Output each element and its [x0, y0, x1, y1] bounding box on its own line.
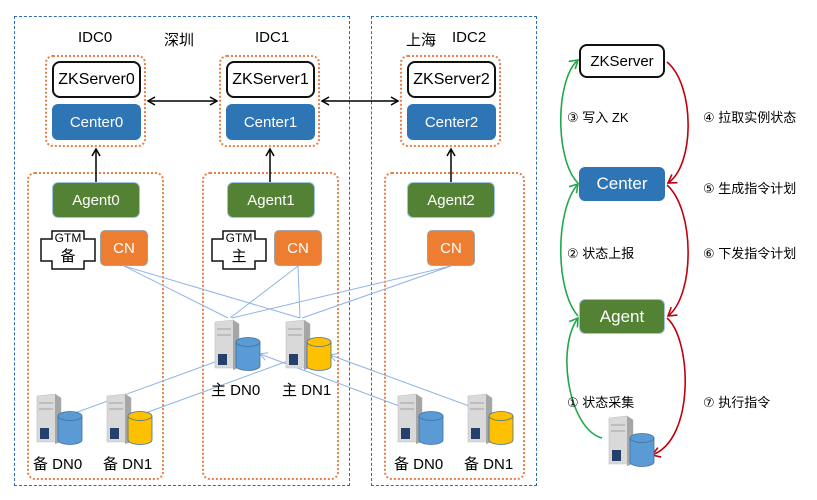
control-zone-idc1	[219, 55, 320, 147]
gtm-shape-icon	[40, 230, 96, 270]
flow-agent[interactable]: Agent	[579, 299, 665, 334]
control-zone-idc0	[45, 55, 146, 147]
dn-label: 主 DN1	[282, 382, 332, 399]
gtm-label: GTM	[54, 231, 82, 245]
dn-label: 备 DN1	[103, 456, 153, 473]
dispatch-arrow-center-to-agent	[666, 184, 689, 317]
idc1-title: IDC1	[255, 29, 290, 46]
step-1-collect-state: ① 状态采集	[567, 395, 635, 410]
server-database-icon	[33, 392, 93, 451]
step-7-execute: ⑦ 执行指令	[703, 395, 771, 410]
cn-idc0[interactable]: CN	[100, 230, 148, 266]
shenzhen-city-label: 深圳	[164, 32, 195, 49]
dn-label: 备 DN1	[464, 456, 514, 473]
gtm-primary-idc1[interactable]: GTM 主	[211, 230, 267, 270]
dn-node-idc2-0[interactable]: 备 DN0	[394, 392, 454, 474]
cn-idc2[interactable]: CN	[427, 230, 475, 266]
gtm-label: GTM	[225, 231, 253, 245]
gtm-standby-idc0[interactable]: GTM 备	[40, 230, 96, 270]
center-idc2[interactable]: Center2	[407, 104, 496, 140]
flow-center[interactable]: Center	[579, 167, 665, 201]
dn-node-idc0-1[interactable]: 备 DN1	[103, 392, 163, 474]
step-3-write-zk: ③ 写入 ZK	[567, 110, 629, 125]
agent-idc0[interactable]: Agent0	[52, 182, 140, 218]
dn-node-idc1-1[interactable]: 主 DN1	[282, 318, 342, 400]
step-2-report-state: ② 状态上报	[567, 246, 635, 261]
gtm-role: 主	[231, 248, 247, 265]
agent-idc1[interactable]: Agent1	[227, 182, 315, 218]
server-database-icon	[464, 392, 524, 451]
flow-zkserver[interactable]: ZKServer	[579, 44, 665, 78]
dn-node-idc2-1[interactable]: 备 DN1	[464, 392, 524, 474]
zkserver-idc1[interactable]: ZKServer1	[226, 61, 315, 98]
region-shanghai	[371, 16, 537, 486]
server-database-icon	[394, 392, 454, 451]
server-database-icon	[103, 392, 163, 451]
dn-node-idc0-0[interactable]: 备 DN0	[33, 392, 93, 474]
zkserver-idc0[interactable]: ZKServer0	[52, 61, 141, 98]
center-idc0[interactable]: Center0	[52, 104, 141, 140]
center-idc1[interactable]: Center1	[226, 104, 315, 140]
region-shenzhen	[14, 16, 350, 486]
step-4-pull-state: ④ 拉取实例状态	[703, 110, 797, 125]
collect-arrow-db-to-agent	[566, 316, 603, 439]
server-database-icon	[282, 318, 342, 377]
idc2-title: IDC2	[452, 29, 487, 46]
step-6-dispatch-plan: ⑥ 下发指令计划	[703, 246, 797, 261]
step-5-generate-plan: ⑤ 生成指令计划	[703, 181, 797, 196]
data-zone-idc2	[384, 172, 525, 480]
dn-label: 备 DN0	[33, 456, 83, 473]
pull-arrow-zk-to-center	[666, 61, 689, 184]
server-database-icon	[211, 318, 271, 377]
shanghai-city-label: 上海	[406, 32, 437, 49]
idc0-title: IDC0	[78, 29, 113, 46]
dn-label: 主 DN0	[211, 382, 261, 399]
control-zone-idc2	[400, 55, 501, 147]
dn-node-idc1-0[interactable]: 主 DN0	[211, 318, 271, 400]
flow-server-database-icon	[605, 414, 657, 473]
dn-label: 备 DN0	[394, 456, 444, 473]
agent-idc2[interactable]: Agent2	[407, 182, 495, 218]
zkserver-idc2[interactable]: ZKServer2	[407, 61, 496, 98]
cn-idc1[interactable]: CN	[274, 230, 322, 266]
gtm-role: 备	[60, 248, 76, 265]
